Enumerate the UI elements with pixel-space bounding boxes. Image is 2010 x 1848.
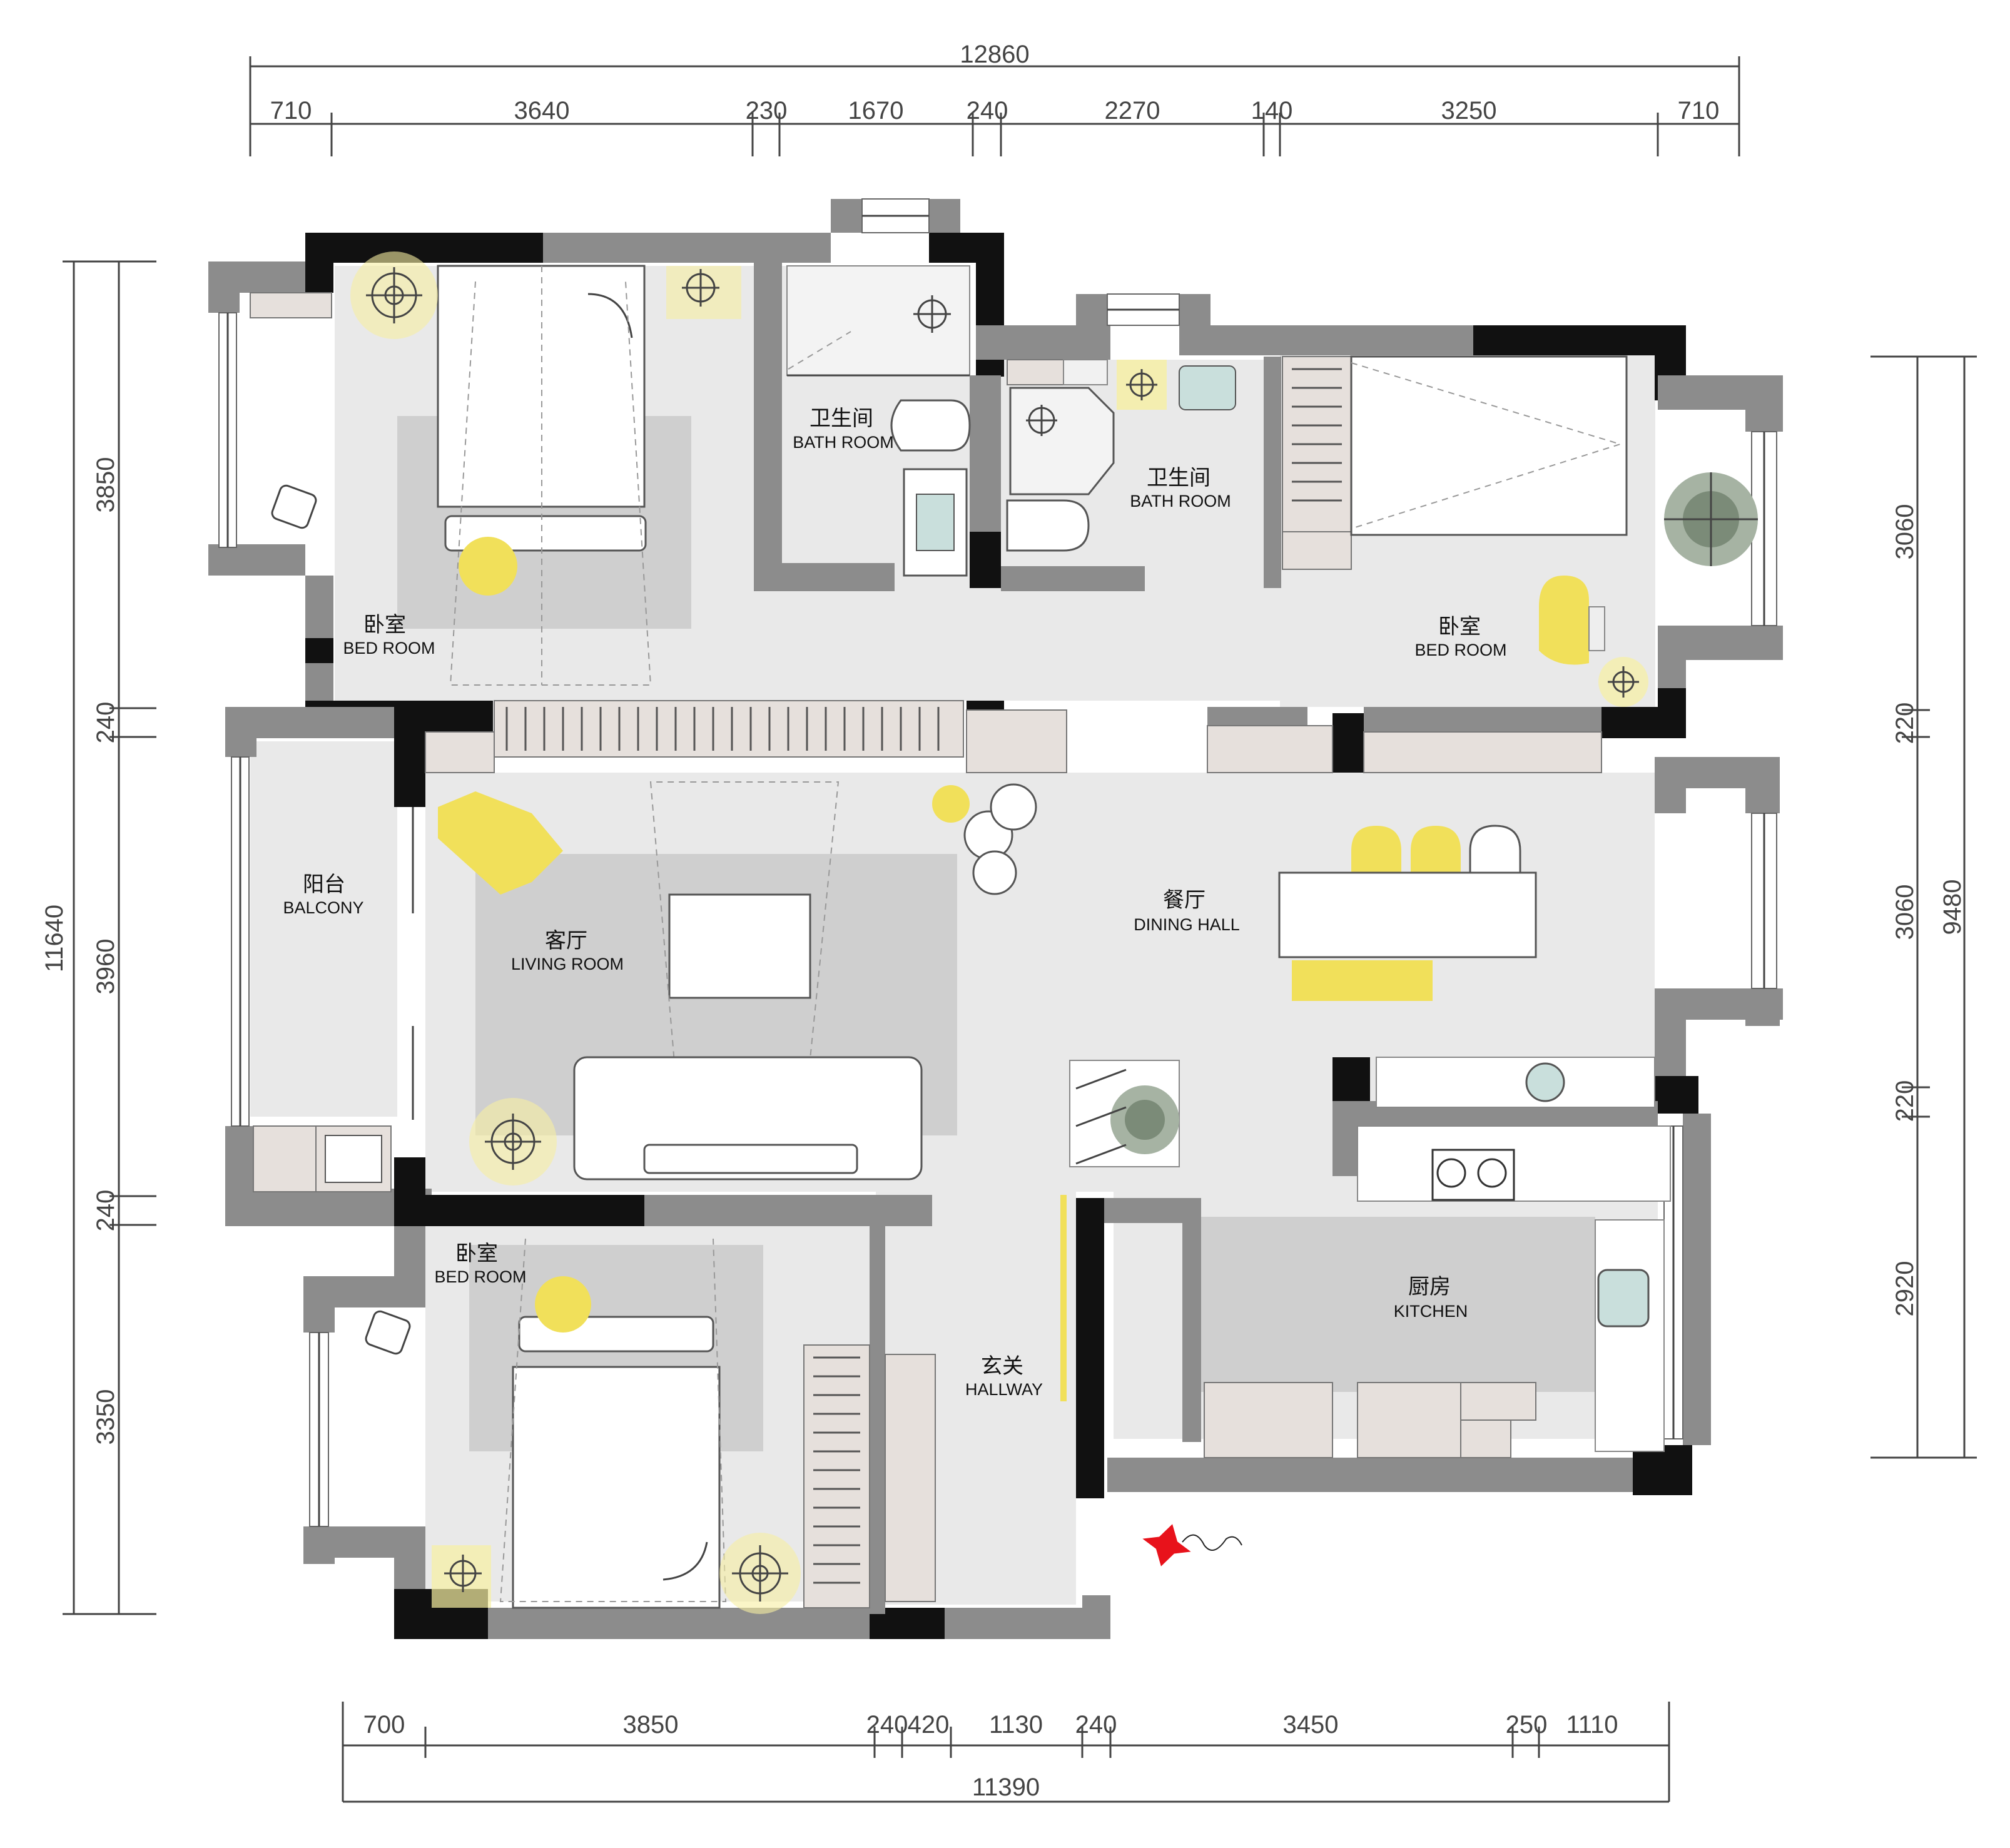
top-dim-7: 140: [1251, 97, 1293, 124]
top-dim-4: 1670: [848, 97, 904, 124]
bath-room-1-cn: 卫生间: [810, 406, 873, 431]
shower-icon: [913, 295, 951, 333]
hallway-en: HALLWAY: [965, 1380, 1043, 1399]
bottom-dim-7: 3450: [1283, 1711, 1339, 1739]
left-dim-5: 3350: [92, 1389, 119, 1445]
sink-icon: [1179, 365, 1236, 410]
bottom-dim-6: 240: [1075, 1711, 1117, 1739]
top-dim-9: 710: [1678, 97, 1720, 124]
top-dim-6: 2270: [1105, 97, 1160, 124]
bottom-total-dim: 11390: [972, 1774, 1040, 1801]
right-total-dim: 9480: [1939, 880, 1966, 935]
top-dimensions: 12860 710 3640 230 1670 240 2270 140 325…: [249, 41, 1740, 156]
balcony-cn: 阳台: [303, 872, 345, 897]
bottom-dim-8: 250: [1506, 1711, 1548, 1739]
ceiling-light-icon: [666, 266, 741, 319]
bath-room-2-en: BATH ROOM: [1130, 492, 1231, 510]
balcony-en: BALCONY: [283, 898, 363, 917]
bath-room-1-en: BATH ROOM: [793, 433, 894, 452]
left-total-dim: 11640: [41, 905, 68, 972]
left-dim-4: 240: [92, 1190, 119, 1232]
kitchen-en: KITCHEN: [1394, 1302, 1468, 1321]
top-dim-5: 240: [967, 97, 1008, 124]
cushion-icon: [365, 1310, 411, 1355]
bathroom-1-furniture: [786, 265, 971, 577]
bedroom-1-furniture: [250, 265, 652, 701]
bathroom-2-furniture: [1006, 359, 1236, 552]
bedroom-3-furniture: [365, 1238, 936, 1614]
dining-hall-en: DINING HALL: [1134, 915, 1240, 934]
top-total-dim: 12860: [960, 41, 1029, 68]
top-dim-3: 230: [746, 97, 788, 124]
bottom-dim-9: 1110: [1566, 1711, 1618, 1739]
left-dimensions: 11640 3850 240 3960 240 3350: [41, 260, 156, 1615]
bath-room-2-cn: 卫生间: [1147, 465, 1211, 490]
shower-icon: [1026, 405, 1057, 436]
bottom-dim-4: 420: [908, 1711, 950, 1739]
plant-icon: [1664, 472, 1758, 566]
round-stool: [459, 537, 517, 596]
compass-star-icon: [1142, 1524, 1242, 1566]
bottom-dimensions: 700 3850 240 420 1130 240 3450 250 1110 …: [342, 1702, 1670, 1803]
ceiling-light-icon: [432, 1545, 491, 1608]
living-room-en: LIVING ROOM: [511, 955, 624, 973]
top-dim-1: 710: [270, 97, 312, 124]
kitchen-furniture: [1204, 1057, 1671, 1458]
ceiling-light-icon: [1598, 657, 1648, 707]
bed-room-2-cn: 卧室: [1438, 614, 1481, 639]
living-room-furniture: [438, 781, 1037, 1185]
bed-room-1-cn: 卧室: [363, 612, 406, 637]
bed-room-1-en: BED ROOM: [343, 639, 435, 657]
right-dim-5: 2920: [1891, 1261, 1919, 1317]
windows: [218, 198, 1777, 1527]
left-dim-3: 3960: [92, 939, 119, 995]
left-dim-1: 3850: [92, 457, 119, 513]
ceiling-light-icon: [719, 1533, 801, 1614]
top-dim-8: 3250: [1441, 97, 1497, 124]
bottom-dim-2: 3850: [623, 1711, 679, 1739]
right-dimensions: 3060 220 3060 220 2920 9480: [1870, 355, 1977, 1459]
hallway-light-strip: [1060, 1195, 1067, 1401]
balcony-furniture: [253, 807, 414, 1192]
hall-cabinets: [425, 700, 1602, 773]
walls: [208, 199, 1783, 1639]
living-room-cn: 客厅: [545, 928, 587, 953]
ceiling-light-icon: [350, 251, 438, 339]
sink-icon: [1597, 1269, 1650, 1328]
top-dim-2: 3640: [514, 97, 570, 124]
right-dim-2: 220: [1891, 703, 1919, 744]
dining-hall-cn: 餐厅: [1163, 888, 1205, 913]
stove-icon: [1431, 1149, 1515, 1201]
bottom-dim-3: 240: [866, 1711, 908, 1739]
right-dim-4: 220: [1891, 1080, 1919, 1122]
bed-room-3-en: BED ROOM: [434, 1267, 526, 1286]
cushion-icon: [271, 484, 317, 529]
bedroom-2-furniture: [1282, 355, 1758, 707]
left-dim-2: 240: [92, 702, 119, 744]
kitchen-cn: 厨房: [1408, 1274, 1451, 1299]
ceiling-light-icon: [469, 1098, 557, 1185]
bed-room-2-en: BED ROOM: [1414, 641, 1506, 659]
dining-furniture: [1069, 825, 1537, 1167]
bottom-dim-1: 700: [363, 1711, 405, 1739]
hallway-cn: 玄关: [981, 1354, 1023, 1379]
right-dim-3: 3060: [1891, 885, 1919, 940]
room-labels: 卧室 BED ROOM 卫生间 BATH ROOM 卫生间 BATH ROOM …: [283, 406, 1506, 1399]
bottom-dim-5: 1130: [989, 1711, 1043, 1739]
right-dim-1: 3060: [1891, 504, 1919, 560]
plant-icon: [1069, 1060, 1180, 1167]
bed-room-3-cn: 卧室: [455, 1241, 498, 1266]
